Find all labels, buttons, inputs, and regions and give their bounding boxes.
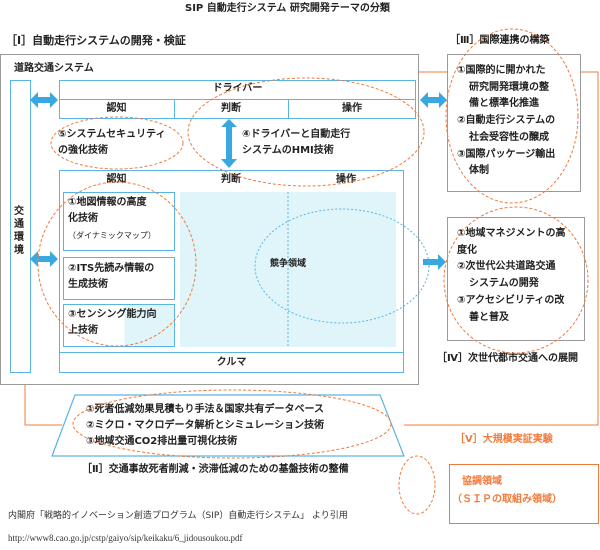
footer-url[interactable]: http://www8.cao.go.jp/cstp/gaiyo/sip/kei… — [8, 533, 243, 543]
section1-label: ［Ⅰ］自動走行システムの開発・検証 — [6, 34, 186, 47]
car-col-judgment: 判断 — [221, 174, 241, 185]
section4-item: 善と普及 — [469, 311, 509, 323]
section3-item: 備と標準化推進 — [469, 98, 539, 110]
section2-item: ①死者低減効果見積もり手法＆国家共有データベース — [86, 404, 324, 415]
section3-item: ②自動走行システムの — [457, 115, 556, 127]
item1-line1: ①地図情報の高度 — [68, 197, 147, 208]
driver-col-recognition: 認知 — [106, 103, 127, 114]
coop-ellipse — [445, 28, 579, 204]
item2-line1: ②ITS先読み情報の — [68, 263, 155, 274]
section2-item: ②ミクロ・マクロデータ解析とシミュレーション技術 — [86, 420, 325, 431]
section5-label: ［Ⅴ］大規模実証実験 — [455, 434, 553, 445]
diagram-title: SIP 自動走行システム 研究開発テーマの分類 — [185, 3, 390, 14]
divider — [288, 99, 289, 119]
item3-line2: 上技術 — [68, 325, 98, 336]
section2-item: ③地域交通CO2排出量可視化技術 — [86, 436, 238, 447]
item3-box — [63, 304, 175, 347]
divider — [174, 99, 175, 119]
section4-box — [447, 217, 585, 341]
divider — [59, 99, 416, 100]
coop-ellipse — [37, 181, 197, 347]
section3-item: ③国際パッケージ輸出 — [457, 148, 556, 160]
item1-line3: （ダイナミックマップ） — [68, 231, 156, 240]
section3-label: ［Ⅲ］国際連携の構築 — [450, 35, 550, 46]
coop-ellipse — [50, 116, 184, 170]
coop-ellipse — [187, 77, 425, 187]
driver-col-operation: 操作 — [342, 103, 362, 114]
right-arrow-icon — [423, 254, 446, 270]
item2-line2: 生成技術 — [68, 279, 108, 290]
section4-list: ①地域マネジメントの高 度化 ②次世代公共道路交通 システムの開発 ③アクセシビ… — [457, 226, 565, 326]
section4-item: ①地域マネジメントの高 — [457, 228, 566, 239]
item2-box — [63, 257, 175, 300]
item1-line2: 化技術 — [68, 213, 98, 224]
car-title: クルマ — [216, 357, 247, 368]
section3-list: ①国際的に開かれた 研究開発環境の整 備と標準化推進 ②自動走行システムの 社会… — [457, 63, 555, 180]
driver-title: ドライバー — [212, 83, 263, 94]
legend-line1: 協調領域 — [462, 476, 502, 487]
section3-item: 体制 — [469, 165, 489, 177]
section2-list: ①死者低減効果見積もり手法＆国家共有データベース ②ミクロ・マクロデータ解析とシ… — [86, 402, 324, 450]
vertical-double-arrow-icon — [221, 119, 237, 168]
section3-item: 研究開発環境の整 — [469, 81, 549, 93]
double-arrow-icon — [30, 251, 58, 267]
environment-label: 交通環境 — [14, 206, 24, 256]
section3-box — [447, 54, 581, 192]
footer-source: 内閣府「戦略的イノベーション創造プログラム（SIP）自動走行システム」 より引用 — [8, 511, 348, 521]
double-arrow-icon — [420, 92, 447, 108]
competition-ellipse — [254, 208, 430, 324]
environment-column — [10, 80, 31, 373]
road-system-label: 道路交通システム — [14, 63, 94, 74]
driver-col-judgment: 判断 — [221, 103, 241, 114]
item3-line1: ③センシング能力向 — [68, 309, 157, 320]
item1-box — [63, 192, 175, 251]
double-arrow-icon — [30, 92, 58, 108]
car-col-operation: 操作 — [336, 174, 356, 185]
item5-line2: の強化技術 — [58, 145, 108, 156]
coop-ellipse — [72, 389, 392, 459]
legend-box — [449, 464, 599, 524]
legend-ellipse-icon — [398, 455, 436, 515]
legend-line2: （ＳＩＰの取組み領域） — [452, 494, 562, 505]
car-col-recognition: 認知 — [106, 174, 127, 185]
section3-item: ①国際的に開かれた — [457, 65, 546, 76]
section4-item: システムの開発 — [469, 278, 539, 290]
section4-item: ②次世代公共道路交通 — [457, 261, 556, 273]
section4-label: ［Ⅳ］次世代都市交通への展開 — [437, 353, 578, 364]
section4-item: ③アクセシビリティの改 — [457, 294, 565, 306]
section4-item: 度化 — [457, 244, 477, 256]
item5-line1: ⑤システムセキュリティ — [58, 129, 166, 140]
divider — [59, 352, 404, 353]
item4-line1: ④ドライバーと自動走行 — [242, 129, 351, 140]
coop-ellipse — [443, 206, 589, 354]
section3-item: 社会受容性の醸成 — [469, 131, 549, 143]
section2-label: ［Ⅱ］交通事故死者削減・渋滞低減のための基盤技術の整備 — [82, 464, 349, 475]
item4-line2: システムのHMI技術 — [242, 145, 334, 156]
